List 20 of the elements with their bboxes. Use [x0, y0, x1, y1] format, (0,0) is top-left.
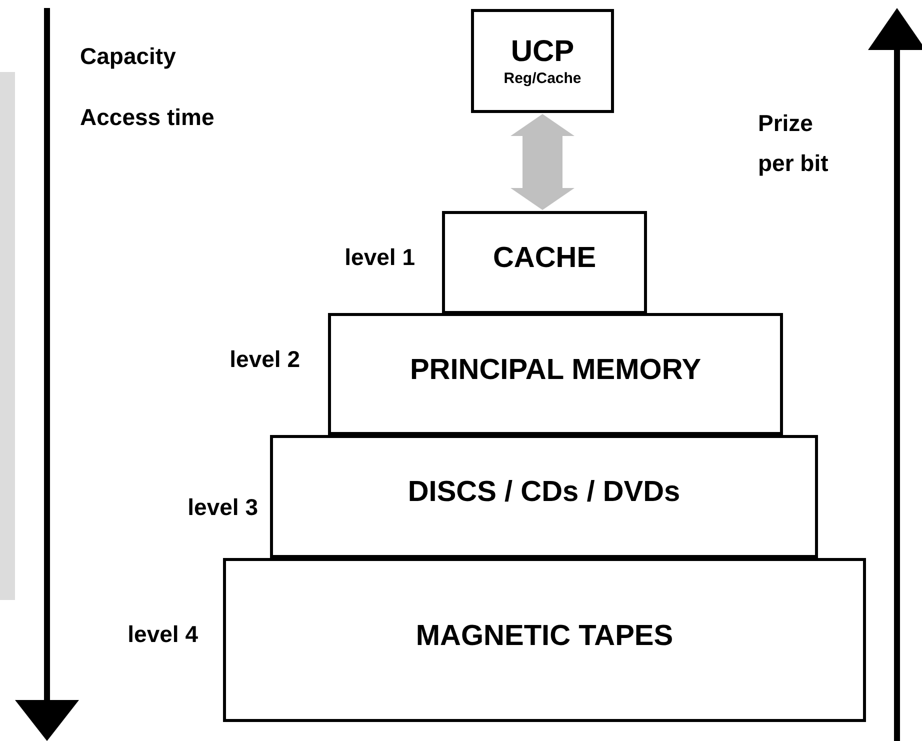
side-bar — [0, 72, 15, 600]
level-label: level 4 — [126, 620, 198, 649]
level-label: level 2 — [228, 345, 300, 374]
memory-level-box — [442, 211, 647, 314]
memory-level-box — [223, 558, 866, 722]
level-label: level 3 — [186, 493, 258, 522]
box-title: PRINCIPAL MEMORY — [410, 352, 702, 388]
double-arrow — [510, 114, 574, 210]
box-subtitle: Reg/Cache — [504, 70, 582, 90]
box-title: UCP — [510, 34, 574, 70]
box-title: CACHE — [492, 241, 596, 276]
axis-label: Access time — [80, 103, 216, 132]
axis-label: Prize per bit — [758, 109, 830, 178]
box-title: MAGNETIC TAPES — [416, 618, 674, 654]
processor-box — [471, 9, 614, 113]
memory-level-box — [270, 435, 818, 558]
memory-level-box — [328, 313, 783, 435]
box-title: DISCS / CDs / DVDs — [408, 475, 680, 510]
level-label: level 1 — [344, 243, 415, 272]
axis-label: Capacity — [80, 42, 177, 71]
